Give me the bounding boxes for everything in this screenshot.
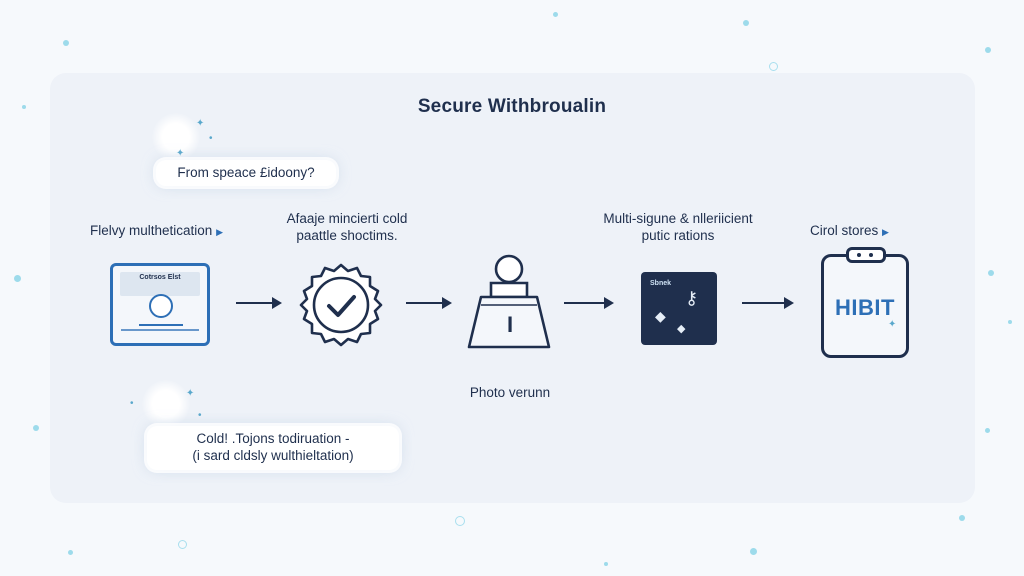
sparkle-icon: ✦ xyxy=(888,319,897,330)
step-5-label: Cirol stores ▶ xyxy=(810,222,889,241)
id-card-text: Cotrsos Elst xyxy=(139,274,181,281)
id-card-emblem xyxy=(149,294,173,318)
key-icon: ⚷ xyxy=(685,288,699,308)
question-bubble: From speace £idoony? xyxy=(156,160,336,186)
step-2-label-line-1: Afaaje mincierti cold xyxy=(286,211,408,226)
note-bubble-line-1: Cold! .Tojons todiruation - xyxy=(196,431,350,446)
multisig-device-icon: Sbnek ⚷ ◆ ◆ xyxy=(641,272,717,345)
step-3-label: Photo verunn xyxy=(440,384,580,401)
step-2-label: Afaaje mincierti cold paattle shoctims. xyxy=(262,210,432,244)
sparkle-icon: • xyxy=(198,410,202,421)
diamond-icon: ◆ xyxy=(655,308,666,324)
step-5-label-text: Cirol stores xyxy=(810,223,879,238)
diagram-title: Secure Withbroualin xyxy=(417,96,607,117)
multisig-device-text: Sbnek xyxy=(650,280,672,287)
play-icon: ▶ xyxy=(216,227,223,237)
step-1-label-text: Flelvy multhetication xyxy=(90,223,213,238)
step-2-label-line-2: paattle shoctims. xyxy=(296,228,398,243)
sparkle-icon: ✦ xyxy=(186,388,195,399)
note-bubble: Cold! .Tojons todiruation - (i sard clds… xyxy=(147,426,399,470)
hardware-wallet-text: I xyxy=(506,312,514,337)
arrow-2 xyxy=(406,297,452,309)
cold-storage-device-icon: HIBIT ✦ xyxy=(821,247,909,358)
step-4-label: Multi-sigune & nlleriicient putic ration… xyxy=(578,210,778,244)
arrow-3 xyxy=(564,297,614,309)
step-1-label: Flelvy multhetication ▶ xyxy=(90,222,223,241)
arrow-1 xyxy=(236,297,282,309)
cloud-decoration xyxy=(142,380,190,428)
note-bubble-line-2: (i sard cldsly wulthieltation) xyxy=(192,448,354,463)
question-bubble-text: From speace £idoony? xyxy=(177,165,315,180)
cold-storage-device-text: HIBIT xyxy=(835,295,895,320)
diamond-icon: ◆ xyxy=(677,323,686,335)
step-4-label-line-2: putic rations xyxy=(641,228,715,243)
sparkle-icon: ✦ xyxy=(176,148,185,159)
sparkle-icon: • xyxy=(209,133,213,144)
arrow-4 xyxy=(742,297,794,309)
hardware-wallet-icon xyxy=(467,254,551,349)
verified-badge-icon xyxy=(299,263,383,347)
step-3-label-text: Photo verunn xyxy=(469,385,551,400)
cloud-decoration xyxy=(152,113,200,161)
play-icon: ▶ xyxy=(882,227,889,237)
sparkle-icon: ✦ xyxy=(196,118,205,129)
sparkle-icon: • xyxy=(130,398,134,409)
step-4-label-line-1: Multi-sigune & nlleriicient xyxy=(603,211,753,226)
id-card-icon: Cotrsos Elst xyxy=(110,263,210,346)
